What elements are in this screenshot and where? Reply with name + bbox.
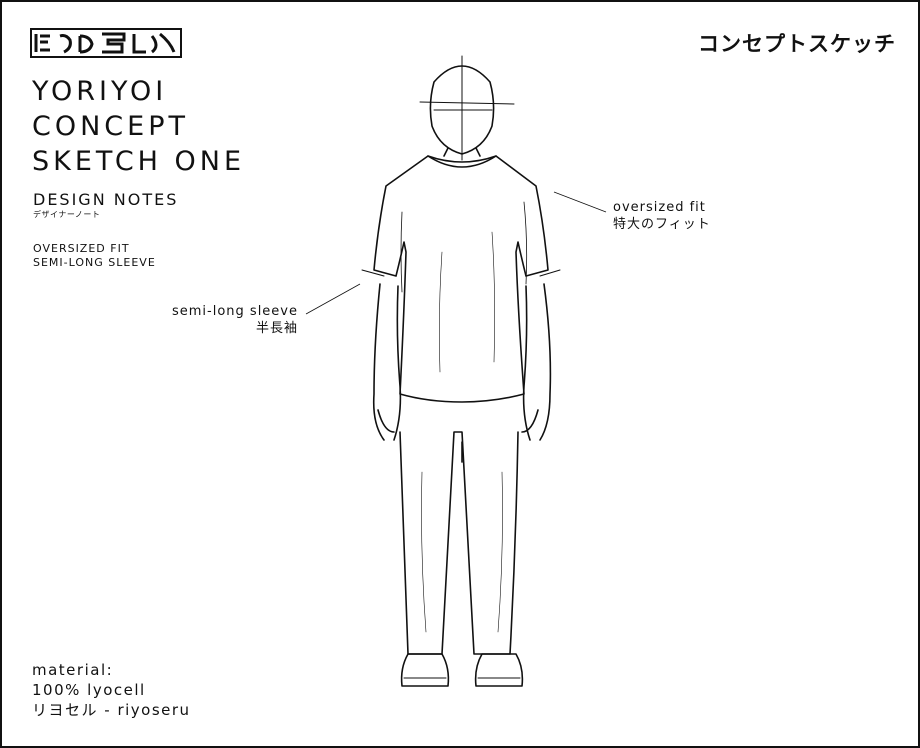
page-title: YORIYOI CONCEPT SKETCH ONE: [32, 74, 245, 179]
callout-sleeve: semi-long sleeve 半長袖: [172, 303, 298, 337]
callout-fit: oversized fit 特大のフィット: [613, 199, 711, 233]
material-jp: リヨセル - riyoseru: [32, 700, 191, 720]
design-notes-heading: DESIGN NOTES: [33, 190, 178, 209]
design-note-item: SEMI-LONG SLEEVE: [33, 256, 156, 270]
design-note-item: OVERSIZED FIT: [33, 242, 156, 256]
yoriyoi-logo-icon: [30, 28, 182, 58]
figure-sketch-icon: [342, 52, 582, 702]
material-label: material:: [32, 660, 191, 680]
material-block: material: 100% lyocell リヨセル - riyoseru: [32, 660, 191, 720]
design-notes-list: OVERSIZED FIT SEMI-LONG SLEEVE: [33, 242, 156, 270]
design-notes-heading-jp: デザイナーノート: [33, 209, 100, 220]
title-line-1: YORIYOI: [32, 74, 245, 109]
title-line-2: CONCEPT: [32, 109, 245, 144]
title-line-3: SKETCH ONE: [32, 144, 245, 179]
callout-sleeve-en: semi-long sleeve: [172, 303, 298, 320]
callout-fit-en: oversized fit: [613, 199, 711, 216]
callout-sleeve-jp: 半長袖: [172, 320, 298, 337]
callout-fit-jp: 特大のフィット: [613, 216, 711, 233]
jp-page-title: コンセプトスケッチ: [698, 28, 896, 58]
material-value: 100% lyocell: [32, 680, 191, 700]
